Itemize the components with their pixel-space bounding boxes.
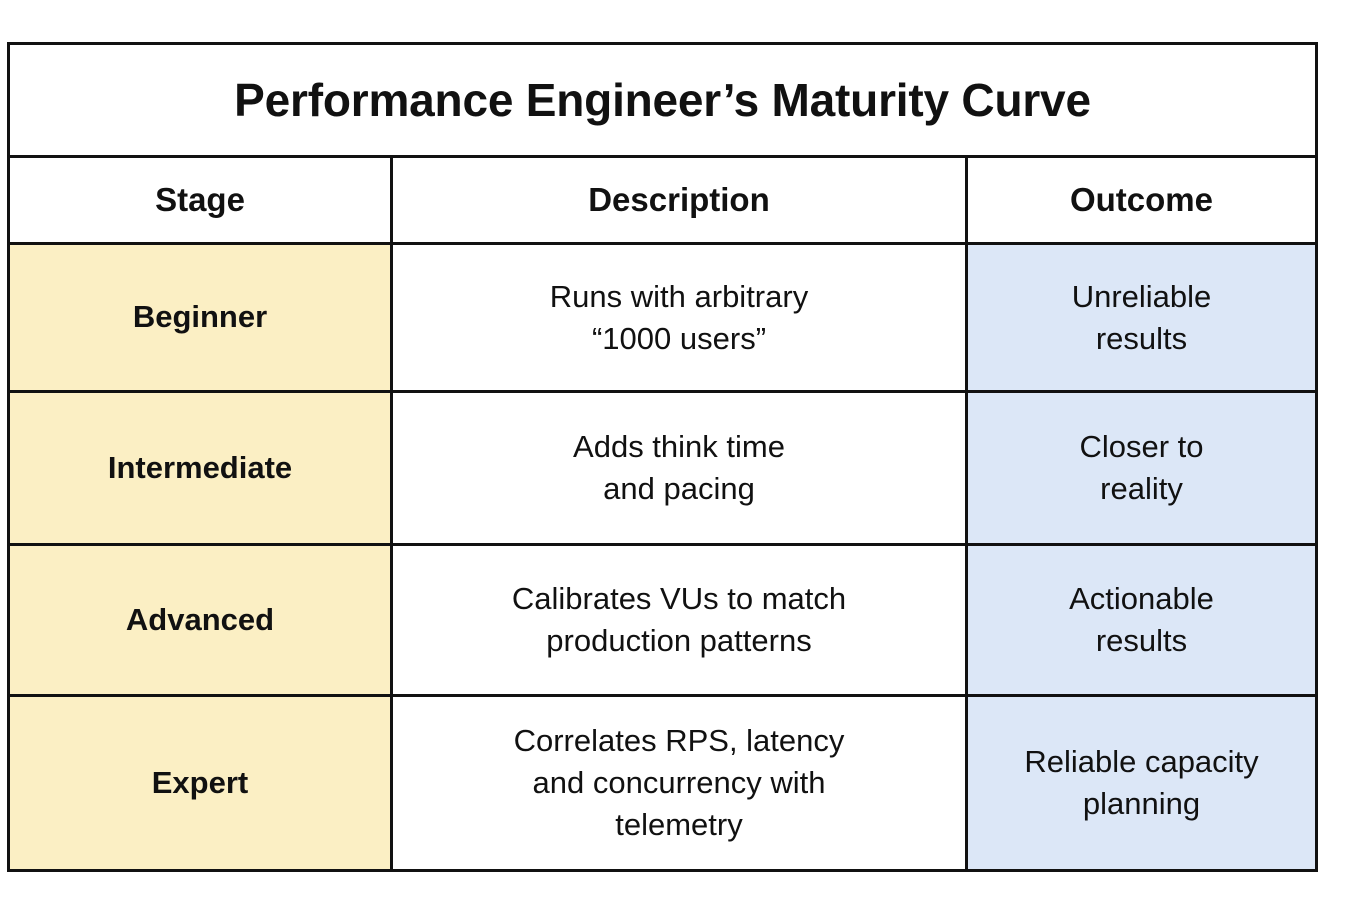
cell-outcome: Reliable capacity planning (964, 694, 1319, 872)
column-header-outcome-label: Outcome (1069, 180, 1214, 218)
stage-label: Expert (151, 764, 249, 800)
cell-stage: Expert (7, 694, 393, 872)
table-row: Expert Correlates RPS, latency and concu… (7, 694, 1319, 872)
page-title: Performance Engineer’s Maturity Curve (234, 73, 1091, 126)
cell-outcome: Closer to reality (964, 390, 1319, 546)
table-row: Intermediate Adds think time and pacing … (7, 390, 1319, 546)
outcome-line: results (1095, 320, 1188, 356)
table-body: Beginner Runs with arbitrary “1000 users… (7, 242, 1319, 872)
maturity-table: Performance Engineer’s Maturity Curve St… (6, 42, 1319, 872)
outcome-line: Reliable capacity (1024, 744, 1259, 780)
description-line: “1000 users” (591, 320, 767, 356)
table-title-cell: Performance Engineer’s Maturity Curve (6, 42, 1319, 158)
cell-description: Adds think time and pacing (390, 390, 968, 546)
column-header-description-label: Description (588, 180, 770, 218)
title-row: Performance Engineer’s Maturity Curve (6, 42, 1319, 158)
column-header-outcome: Outcome (964, 155, 1319, 245)
stage-label: Advanced (125, 601, 275, 637)
description-line: telemetry (615, 806, 743, 842)
description-line: Correlates RPS, latency (513, 723, 845, 759)
outcome-text: Unreliable results (968, 276, 1315, 360)
outcome-line: Unreliable (1071, 278, 1212, 314)
description-text: Correlates RPS, latency and concurrency … (393, 720, 965, 846)
table-head: Performance Engineer’s Maturity Curve St… (6, 42, 1319, 245)
description-line: Adds think time (573, 429, 785, 465)
stage-label: Intermediate (107, 449, 293, 485)
description-text: Runs with arbitrary “1000 users” (393, 276, 965, 360)
cell-stage: Advanced (7, 543, 393, 697)
cell-outcome: Unreliable results (964, 242, 1319, 393)
column-header-stage-label: Stage (155, 180, 245, 218)
description-line: and concurrency with (532, 765, 826, 801)
description-line: production patterns (546, 623, 812, 658)
table-row: Beginner Runs with arbitrary “1000 users… (7, 242, 1319, 393)
outcome-line: Actionable (1069, 581, 1214, 617)
cell-description: Calibrates VUs to match production patte… (390, 543, 968, 697)
outcome-text: Actionable results (968, 578, 1315, 662)
cell-description: Runs with arbitrary “1000 users” (390, 242, 968, 393)
description-line: and pacing (603, 471, 755, 506)
outcome-line: results (1095, 623, 1188, 658)
stage-label: Beginner (132, 299, 268, 335)
outcome-line: reality (1100, 471, 1183, 506)
outcome-line: planning (1082, 786, 1201, 821)
cell-description: Correlates RPS, latency and concurrency … (390, 694, 968, 872)
outcome-text: Reliable capacity planning (968, 741, 1315, 825)
cell-stage: Beginner (7, 242, 393, 393)
header-row: Stage Description Outcome (7, 155, 1319, 245)
description-text: Adds think time and pacing (393, 426, 965, 510)
description-text: Calibrates VUs to match production patte… (393, 578, 965, 662)
description-line: Calibrates VUs to match (511, 581, 847, 617)
description-line: Runs with arbitrary (549, 278, 809, 314)
column-header-description: Description (390, 155, 968, 245)
cell-outcome: Actionable results (964, 543, 1319, 697)
outcome-text: Closer to reality (968, 426, 1315, 510)
table-row: Advanced Calibrates VUs to match product… (7, 543, 1319, 697)
outcome-line: Closer to (1079, 429, 1204, 465)
cell-stage: Intermediate (7, 390, 393, 546)
column-header-stage: Stage (7, 155, 393, 245)
